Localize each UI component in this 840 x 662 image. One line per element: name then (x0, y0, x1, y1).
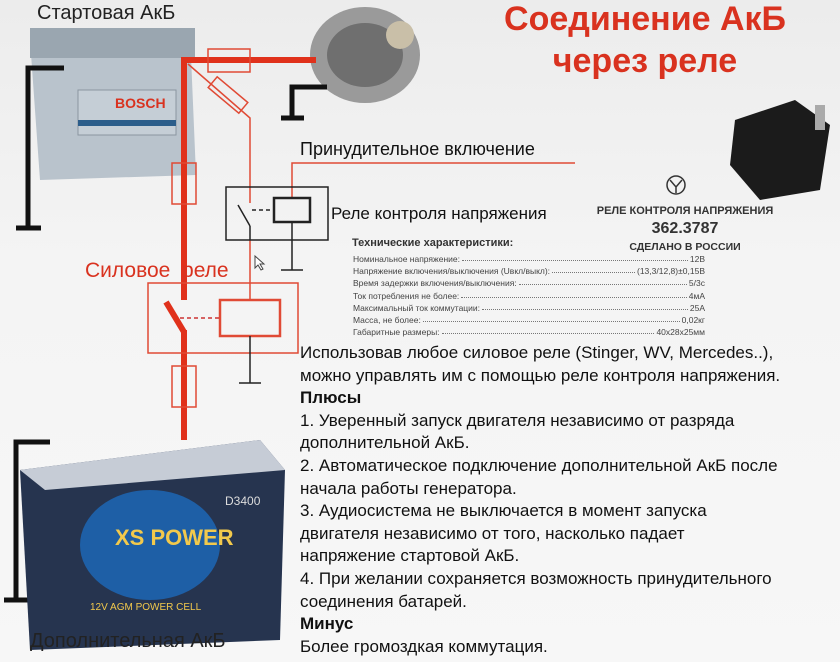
pros-line: 2. Автоматическое подключение дополнител… (300, 455, 778, 475)
extra-battery-label: Дополнительная АкБ (30, 630, 226, 652)
extra-battery-image: XS POWER D3400 12V AGM POWER CELL (20, 440, 285, 650)
xs-power-logo: XS POWER (115, 525, 234, 550)
spec-key: Номинальное напряжение: (353, 254, 460, 264)
power-relay-coil (218, 298, 282, 338)
intro-line: Использовав любое силовое реле (Stinger,… (300, 343, 774, 362)
spec-row: Напряжение включения/выключения (Uвкл/вы… (353, 266, 705, 276)
mouse-cursor-icon (254, 254, 266, 271)
control-relay (225, 186, 329, 384)
pros-line: 1. Уверенный запуск двигателя независимо… (300, 410, 735, 430)
made-in: СДЕЛАНО В РОССИИ (629, 241, 741, 253)
pros-line: двигателя независимо от того, насколько … (300, 523, 685, 543)
manufacturer-logo-icon (666, 175, 686, 195)
alternator-image (310, 7, 420, 103)
pros-list: 1. Уверенный запуск двигателя независимо… (300, 410, 780, 613)
fuse (171, 162, 197, 205)
pros-title: Плюсы (300, 388, 362, 408)
spec-row: Номинальное напряжение: 12В (353, 254, 705, 264)
relay-photo (730, 100, 830, 200)
spec-value: 25А (689, 302, 705, 313)
spec-value: 4мА (688, 290, 705, 301)
fuse (207, 48, 251, 73)
ground-wires (4, 65, 327, 603)
spec-row: Масса, не более: 0,02кг (353, 315, 705, 325)
spec-row: Габаритные размеры: 40х28х25мм (353, 327, 705, 337)
spec-value: 0,02кг (681, 315, 705, 325)
spec-key: Время задержки включения/выключения: (353, 278, 517, 289)
spec-key: Масса, не более: (353, 315, 421, 325)
starter-battery-image: BOSCH (30, 28, 196, 180)
spec-row: Ток потребления не более: 4мА (353, 291, 705, 301)
cons-title: Минус (300, 614, 354, 634)
spec-key: Напряжение включения/выключения (Uвкл/вы… (353, 266, 551, 277)
fuse (207, 75, 249, 115)
power-relay-label: Силовое реле (85, 259, 229, 282)
spec-value: 12В (689, 254, 705, 264)
title-line1: Соединение АкБ (504, 0, 786, 38)
control-relay-label: Реле контроля напряжения (331, 204, 547, 223)
bosch-logo: BOSCH (115, 95, 166, 111)
spec-table-title: Технические характеристики: (352, 237, 514, 249)
fuse (171, 365, 197, 408)
pros-line: начала работы генератора. (300, 478, 517, 498)
spec-row: Максимальный ток коммутации: 25А (353, 303, 705, 313)
cons-item: Более громоздкая коммутация. (300, 636, 548, 656)
spec-key: Габаритные размеры: (353, 327, 440, 338)
pros-line: напряжение стартовой АкБ. (300, 546, 520, 566)
pros-line: 3. Аудиосистема не выключается в момент … (300, 501, 707, 521)
relay-spec-header: РЕЛЕ КОНТРОЛЯ НАПРЯЖЕНИЯ 362.3787 СДЕЛАН… (585, 205, 785, 253)
svg-text:12V AGM POWER CELL: 12V AGM POWER CELL (90, 602, 202, 613)
svg-text:D3400: D3400 (225, 494, 261, 508)
forced-on-label: Принудительное включение (300, 139, 535, 159)
relay-spec-heading: РЕЛЕ КОНТРОЛЯ НАПРЯЖЕНИЯ (596, 205, 774, 217)
pros-line: 4. При желании сохраняется возможность п… (300, 568, 772, 588)
spec-value: 5/3с (688, 278, 705, 289)
intro-line: можно управлять им с помощью реле контро… (300, 365, 781, 385)
power-relay-box (147, 282, 299, 354)
spec-value: 40х28х25мм (656, 327, 705, 338)
pros-line: соединения батарей. (300, 591, 467, 611)
relay-model: 362.3787 (651, 220, 719, 237)
starter-battery-label: Стартовая АкБ (37, 2, 176, 24)
spec-row: Время задержки включения/выключения: 5/3с (353, 278, 705, 288)
spec-key: Максимальный ток коммутации: (353, 302, 481, 313)
power-wire (163, 57, 316, 440)
pros-line: дополнительной АкБ. (300, 433, 470, 453)
spec-key: Ток потребления не более: (353, 290, 460, 301)
title-line2: через реле (552, 42, 738, 80)
description-text: Использовав любое силовое реле (Stinger,… (300, 342, 780, 658)
spec-value: (13,3/12,8)±0,15В (637, 266, 705, 277)
